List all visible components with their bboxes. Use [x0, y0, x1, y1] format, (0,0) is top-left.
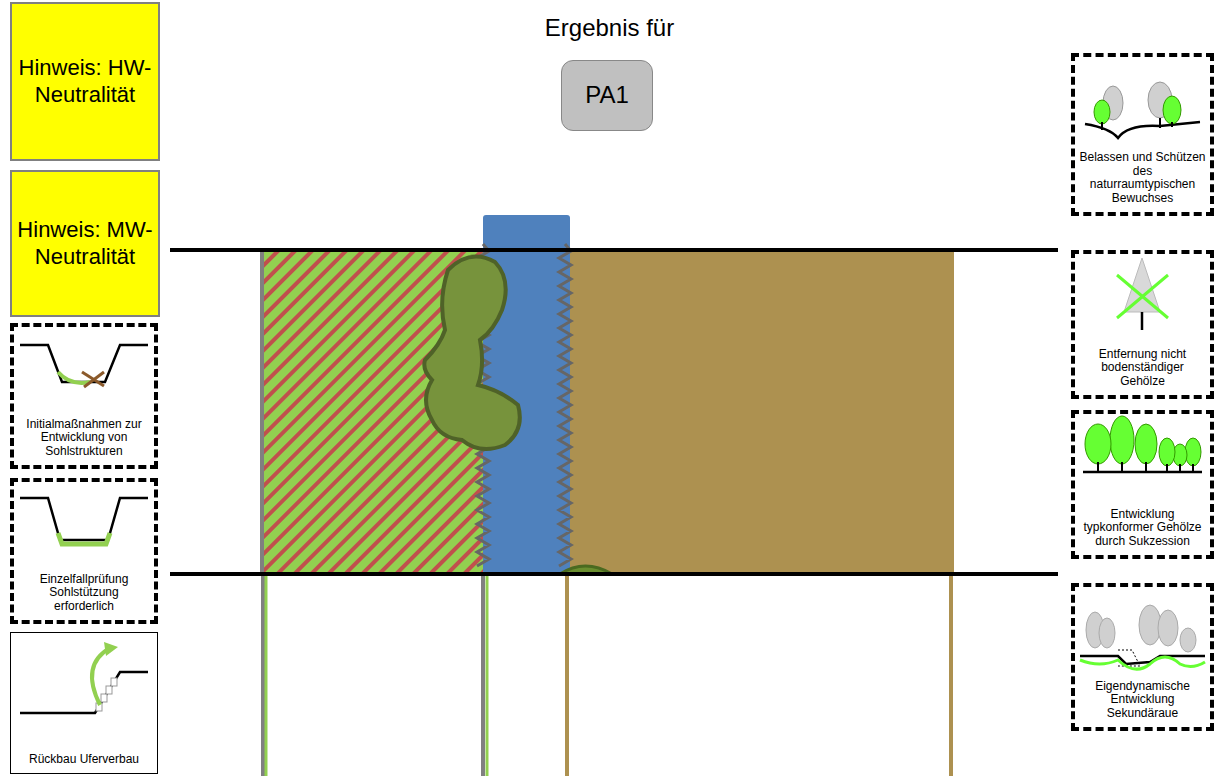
- boundary-line: [265, 574, 268, 776]
- measure-box: Entfernung nicht bodenständiger Gehölze: [1071, 250, 1214, 399]
- brown-area: [570, 250, 954, 574]
- node-text: Einzelfallprüfung Sohlstützung erforderl…: [18, 573, 150, 614]
- node-text: Hinweis: MW-Neutralität: [16, 217, 154, 270]
- icon-belassen: [1085, 82, 1200, 138]
- measure-box: Initialmaßnahmen zur Entwicklung von Soh…: [10, 323, 158, 469]
- node-text: Initialmaßnahmen zur Entwicklung von Soh…: [18, 418, 150, 459]
- measure-box: Einzelfallprüfung Sohlstützung erforderl…: [10, 478, 158, 624]
- node-text: Entfernung nicht bodenständiger Gehölze: [1079, 348, 1206, 389]
- icon-rueckbau: [20, 642, 148, 713]
- icon-entwicklung: [1083, 416, 1202, 472]
- note-box: Hinweis: HW-Neutralität: [10, 2, 160, 161]
- section-line: [170, 248, 1058, 252]
- note-box: Hinweis: MW-Neutralität: [10, 170, 160, 317]
- bank-protection: [559, 244, 571, 566]
- section-line: [170, 572, 1058, 576]
- node-text: Entwicklung typkonformer Gehölze durch S…: [1079, 508, 1206, 549]
- boundary-line: [260, 250, 264, 574]
- boundary-line: [261, 574, 265, 776]
- icon-sohlstuetzung: [20, 498, 148, 544]
- boundary-line: [481, 574, 485, 776]
- boundary-line: [565, 574, 569, 776]
- icon-initial: [20, 345, 148, 387]
- measure-box: Entwicklung typkonformer Gehölze durch S…: [1071, 410, 1214, 559]
- measure-box: Rückbau Uferverbau: [10, 632, 158, 774]
- icon-eigendynamisch: [1080, 605, 1205, 669]
- boundary-line: [486, 574, 489, 776]
- node-text: Belassen und Schützen des naturraumtypis…: [1079, 151, 1206, 206]
- node-text: Rückbau Uferverbau: [29, 753, 139, 767]
- node-text: PA1: [585, 81, 629, 110]
- measure-box: Eigendynamische Entwicklung Sekundäraue: [1071, 583, 1214, 731]
- icon-entfernung: [1117, 258, 1168, 330]
- vegetation-patch: [424, 257, 520, 449]
- diagram-title: Ergebnis für: [0, 14, 1219, 42]
- measure-box: Belassen und Schützen des naturraumtypis…: [1071, 53, 1214, 216]
- node-text: Eigendynamische Entwicklung Sekundäraue: [1079, 680, 1206, 721]
- result-label: PA1: [561, 60, 653, 131]
- boundary-line: [949, 574, 953, 776]
- node-text: Hinweis: HW-Neutralität: [16, 55, 154, 108]
